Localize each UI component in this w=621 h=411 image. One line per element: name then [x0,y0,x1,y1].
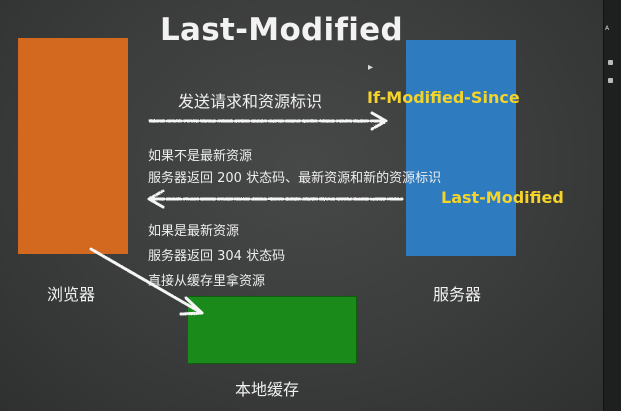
not-latest-line2: 服务器返回 200 状态码、最新资源和新的资源标识 [148,171,442,186]
latest-line3: 直接从缓存里拿资源 [148,274,266,289]
last-modified-label: Last-Modified [441,188,564,207]
mouse-cursor-icon: ▸ [368,62,374,73]
if-modified-since-label: If-Modified-Since [367,88,520,107]
not-latest-line1: 如果不是最新资源 [148,149,253,164]
cache-arrow [89,247,204,316]
cache-label: 本地缓存 [235,380,300,399]
slide-title: Last-Modified [160,12,403,48]
arrows-layer [89,111,404,316]
server-label: 服务器 [433,285,482,304]
request-arrow [148,111,388,131]
side-panel-strip [603,0,621,411]
browser-label: 浏览器 [47,285,96,304]
server-box [406,40,516,256]
response-arrow [147,189,404,209]
side-panel-label: A [605,25,610,32]
latest-line1: 如果是最新资源 [148,224,240,239]
side-panel-icon [608,78,613,83]
latest-line2: 服务器返回 304 状态码 [148,249,286,264]
cache-box [187,296,357,364]
request-label: 发送请求和资源标识 [178,92,323,111]
browser-box [18,38,128,254]
side-panel-icon [608,60,613,65]
